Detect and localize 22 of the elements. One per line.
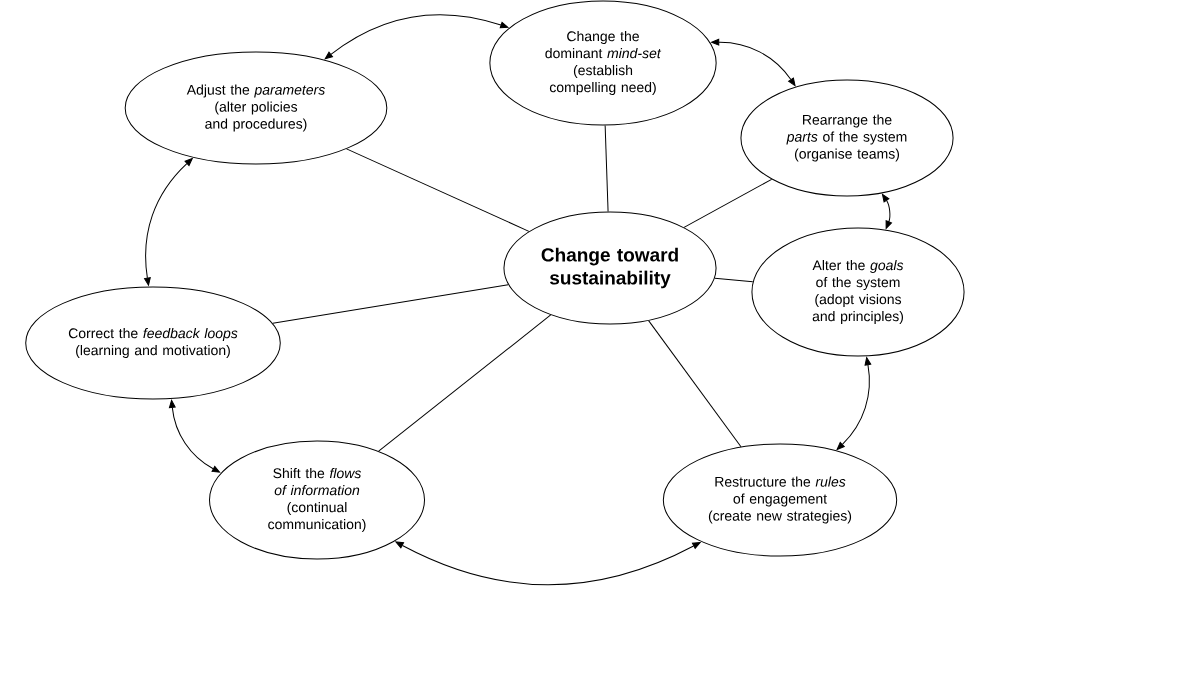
curved-arrow bbox=[395, 541, 701, 586]
ellipse-node: Change toward sustainability bbox=[503, 211, 717, 325]
connector-line bbox=[346, 148, 530, 232]
ellipse-node: Adjust the parameters (alter policies and procedures) bbox=[124, 51, 388, 165]
connector-line bbox=[714, 277, 754, 283]
ellipse-node: Alter the goals of the system (adopt visions and principles) bbox=[751, 227, 965, 357]
curved-arrow bbox=[836, 357, 872, 450]
connector-line bbox=[683, 178, 773, 228]
connector-line bbox=[378, 314, 552, 452]
curved-arrow bbox=[881, 193, 892, 229]
ellipse-node: Restructure the rules of engagement (create new strategies) bbox=[662, 443, 898, 557]
ellipse-node: Shift the flows of information (continual communication) bbox=[209, 440, 425, 560]
connector-line bbox=[604, 125, 609, 212]
curved-arrow bbox=[711, 38, 796, 87]
curved-arrow bbox=[168, 399, 221, 473]
ellipse-node: Rearrange the parts of the system (organise teams) bbox=[740, 79, 954, 197]
connector-line bbox=[648, 320, 742, 448]
ellipse-node: Change the dominant mind-set (establish compelling need) bbox=[489, 0, 717, 126]
connector-line bbox=[272, 284, 509, 324]
ellipse-node: Correct the feedback loops (learning and motivation) bbox=[25, 286, 281, 400]
curved-arrow bbox=[324, 14, 509, 60]
curved-arrow bbox=[144, 158, 193, 286]
